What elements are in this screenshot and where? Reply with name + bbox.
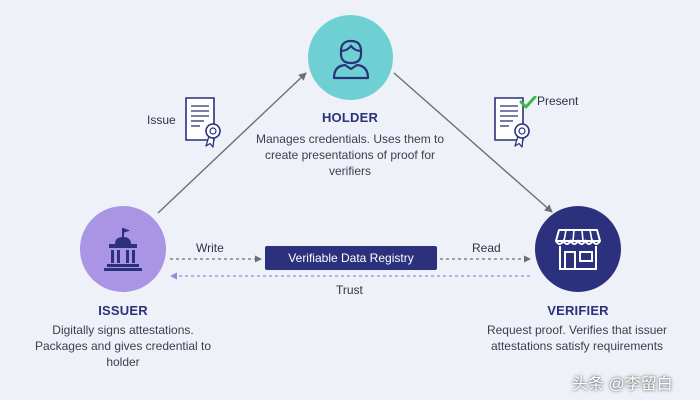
- issuer-description: Digitally signs attestations. Packages a…: [34, 323, 212, 369]
- watermark: 头条 @李留白: [572, 376, 673, 393]
- verifier-title: VERIFIER: [547, 303, 609, 318]
- verifiable-data-registry: Verifiable Data Registry: [265, 246, 437, 270]
- write-label: Write: [196, 241, 224, 255]
- certificate-check-document-icon: [494, 96, 537, 148]
- government-building-icon: [104, 228, 142, 271]
- person-icon: [332, 39, 369, 79]
- verifier-description: Request proof. Verifies that issuer atte…: [486, 323, 668, 353]
- issuer-title: ISSUER: [98, 303, 148, 318]
- trust-label: Trust: [336, 283, 363, 297]
- issuer-node: [80, 206, 166, 292]
- issue-arrow: [157, 72, 307, 214]
- present-label: Present: [537, 94, 579, 108]
- certificate-document-icon: [185, 97, 221, 148]
- issue-label: Issue: [147, 113, 176, 127]
- present-arrow: [393, 72, 553, 213]
- check-icon: [519, 96, 537, 109]
- verifier-node: [535, 206, 621, 292]
- holder-node: [308, 15, 393, 100]
- holder-description: Manages credentials. Uses them to create…: [255, 132, 445, 178]
- holder-title: HOLDER: [321, 110, 379, 125]
- read-label: Read: [472, 241, 501, 255]
- storefront-icon: [555, 229, 601, 270]
